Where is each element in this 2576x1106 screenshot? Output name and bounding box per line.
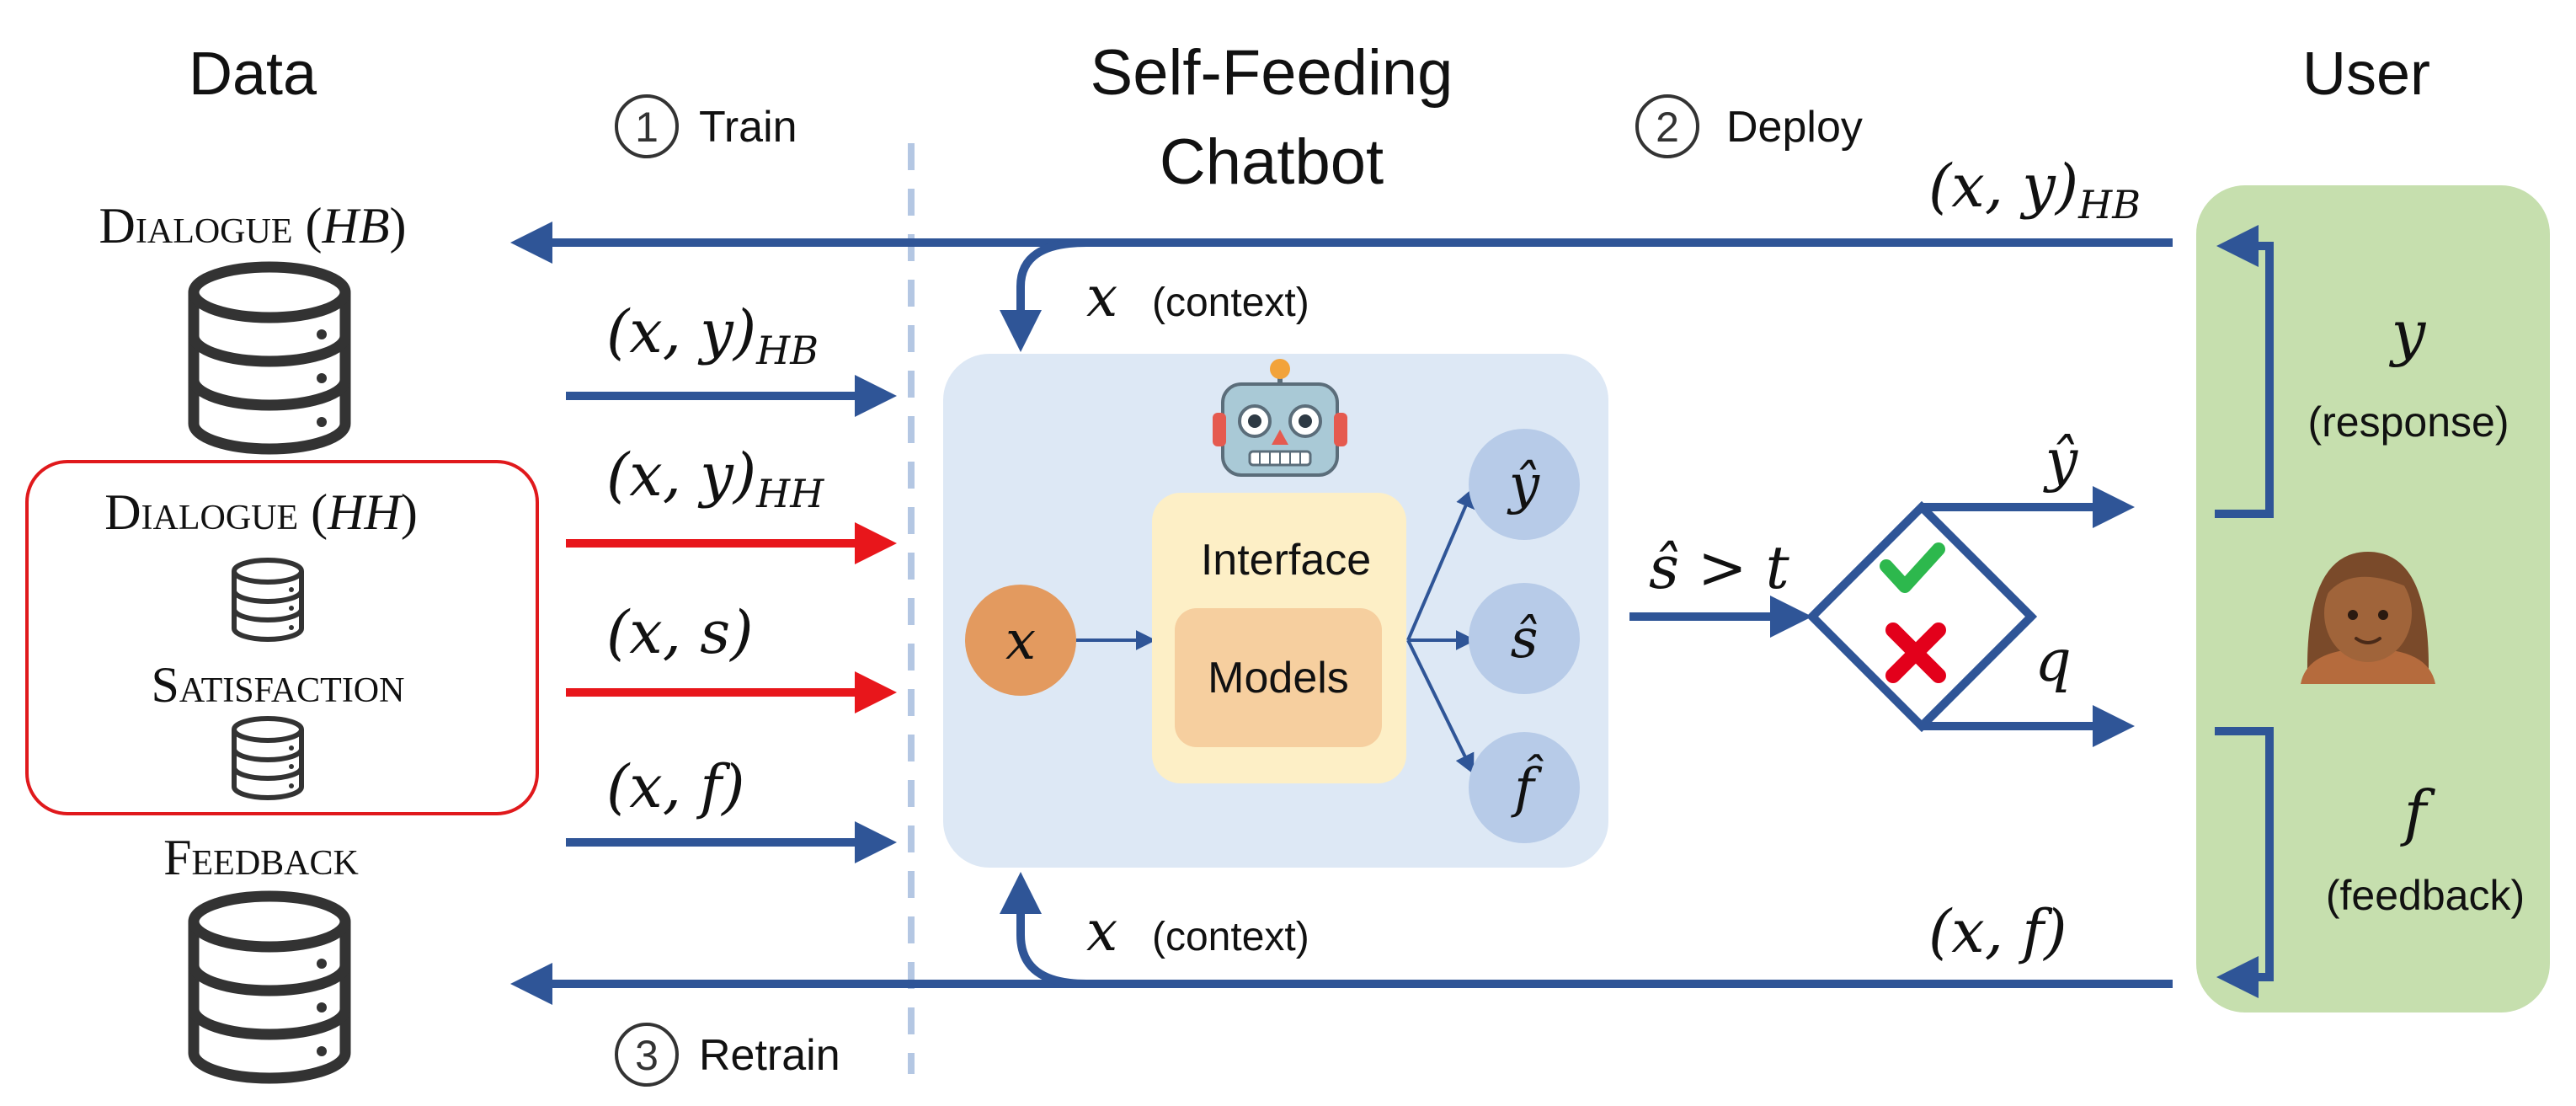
context-in-arrow [1000, 238, 1087, 352]
train-arrow-label: (x, s) [606, 598, 754, 667]
train-arrow-subscript: HB [755, 328, 819, 373]
model-to-fhat-arrow [1406, 639, 1475, 775]
train-arrow-label: (x, f) [606, 752, 745, 821]
database-icon [188, 890, 351, 1084]
dataset-tag-open: ( [293, 198, 323, 254]
decision-true-label: ŷ [2043, 428, 2079, 494]
dataset-name: Dialogue [99, 198, 293, 254]
check-icon [1880, 542, 1945, 593]
input-node-label: x [1005, 610, 1036, 672]
step-number-circle [615, 94, 679, 158]
step-number: 3 [635, 1032, 659, 1079]
decision-false-label: q [2035, 628, 2072, 695]
step-number: 2 [1656, 104, 1679, 151]
dataset-feedback-label: Feedback [163, 830, 359, 885]
step-retrain: 3 Retrain [615, 1023, 840, 1087]
dataset-name: Dialogue [104, 484, 298, 540]
data-column-header: Data [189, 40, 317, 108]
response-word: (response) [2308, 398, 2509, 446]
dataset-tag-close: ) [401, 484, 418, 540]
context-word: (context) [1152, 915, 1309, 959]
dataset-dialogue-hh-label: Dialogue (HH) [104, 484, 418, 540]
robot-icon [1213, 359, 1347, 477]
decision-condition: ŝ > t [1649, 533, 1790, 602]
user-column-header: User [2302, 40, 2430, 108]
step-label: Retrain [699, 1031, 840, 1080]
context-up-arrow [1000, 872, 1087, 988]
train-arrow-dialogue-hh: (x, y)HH [566, 441, 897, 564]
train-arrow-label: (x, y) [606, 441, 756, 510]
condition-op: > [1698, 533, 1747, 602]
output-node-yhat [1469, 429, 1580, 540]
cross-icon [1885, 622, 1946, 683]
svg-text:(x, y)HH: (x, y)HH [606, 441, 824, 516]
train-arrow-feedback: (x, f) [566, 752, 897, 863]
bottom-pair-text: (x, f) [1928, 897, 2067, 966]
train-arrow-dialogue-hb: (x, y)HB [566, 297, 897, 417]
model-to-yhat-arrow [1406, 487, 1475, 641]
top-pair-label: (x, y)HB [1928, 152, 2141, 227]
svg-text:Dialogue (HH): Dialogue (HH) [104, 484, 418, 540]
person-icon [2301, 552, 2435, 684]
dataset-tag-open: ( [298, 484, 328, 540]
human-human-group-box [25, 460, 539, 815]
svg-text:x: x [1086, 264, 1117, 329]
bottom-pair-label: (x, f) [1928, 897, 2067, 966]
svg-text:Dialogue (HB): Dialogue (HB) [99, 198, 407, 254]
output-node-shat [1469, 583, 1580, 694]
models-label: Models [1208, 654, 1349, 703]
step-number: 1 [635, 104, 659, 151]
output-node-fhat [1469, 732, 1580, 843]
dataset-satisfaction-label: Satisfaction [152, 657, 405, 713]
models-box [1175, 608, 1382, 747]
top-pair-subscript: HB [2077, 182, 2141, 227]
context-word: (context) [1152, 281, 1309, 325]
condition-rhs: t [1766, 533, 1790, 602]
svg-text:x: x [1086, 899, 1117, 964]
dataset-tag-close: ) [389, 198, 406, 254]
response-bracket-arrow [2215, 225, 2274, 518]
dataset-tag: HB [321, 198, 389, 254]
dataset-dialogue-hb-label: Dialogue (HB) [99, 198, 407, 254]
dataset-tag: HH [327, 484, 403, 540]
context-var: x [1086, 899, 1117, 964]
step-number-circle [1635, 94, 1699, 158]
decision-diamond [1805, 500, 2038, 733]
response-var: y [2389, 297, 2427, 368]
output-node-label: ŷ [1507, 454, 1540, 516]
chatbot-header-line1: Self-Feeding [1091, 37, 1453, 109]
step-train: 1 Train [615, 94, 797, 158]
condition-lhs: ŝ [1649, 533, 1679, 602]
context-var: x [1086, 264, 1117, 329]
step-label: Deploy [1726, 103, 1863, 152]
train-arrow-satisfaction: (x, s) [566, 598, 897, 713]
svg-text:(x, y)HB: (x, y)HB [606, 297, 819, 373]
top-pair-text: (x, y) [1928, 152, 2078, 221]
train-arrow-label: (x, y) [606, 297, 756, 366]
step-number-circle [615, 1023, 679, 1087]
svg-text:ŝ>t: ŝ > t [1649, 533, 1790, 602]
step-deploy: 2 Deploy [1635, 94, 1863, 158]
feedback-word: (feedback) [2326, 872, 2525, 919]
output-node-label: ŝ [1511, 608, 1539, 671]
context-in-label: x (context) [1086, 264, 1309, 329]
input-node [965, 585, 1076, 696]
svg-text:(x, y)HB: (x, y)HB [1928, 152, 2141, 227]
chatbot-header-line2: Chatbot [1160, 126, 1384, 198]
train-arrow-subscript: HH [755, 471, 824, 516]
database-icon [232, 558, 304, 642]
database-icon [188, 261, 351, 455]
interface-label: Interface [1201, 536, 1371, 585]
context-bottom-label: x (context) [1086, 899, 1309, 964]
feedback-bracket-arrow [2215, 727, 2274, 998]
step-label: Train [699, 103, 797, 152]
database-icon [232, 716, 304, 800]
